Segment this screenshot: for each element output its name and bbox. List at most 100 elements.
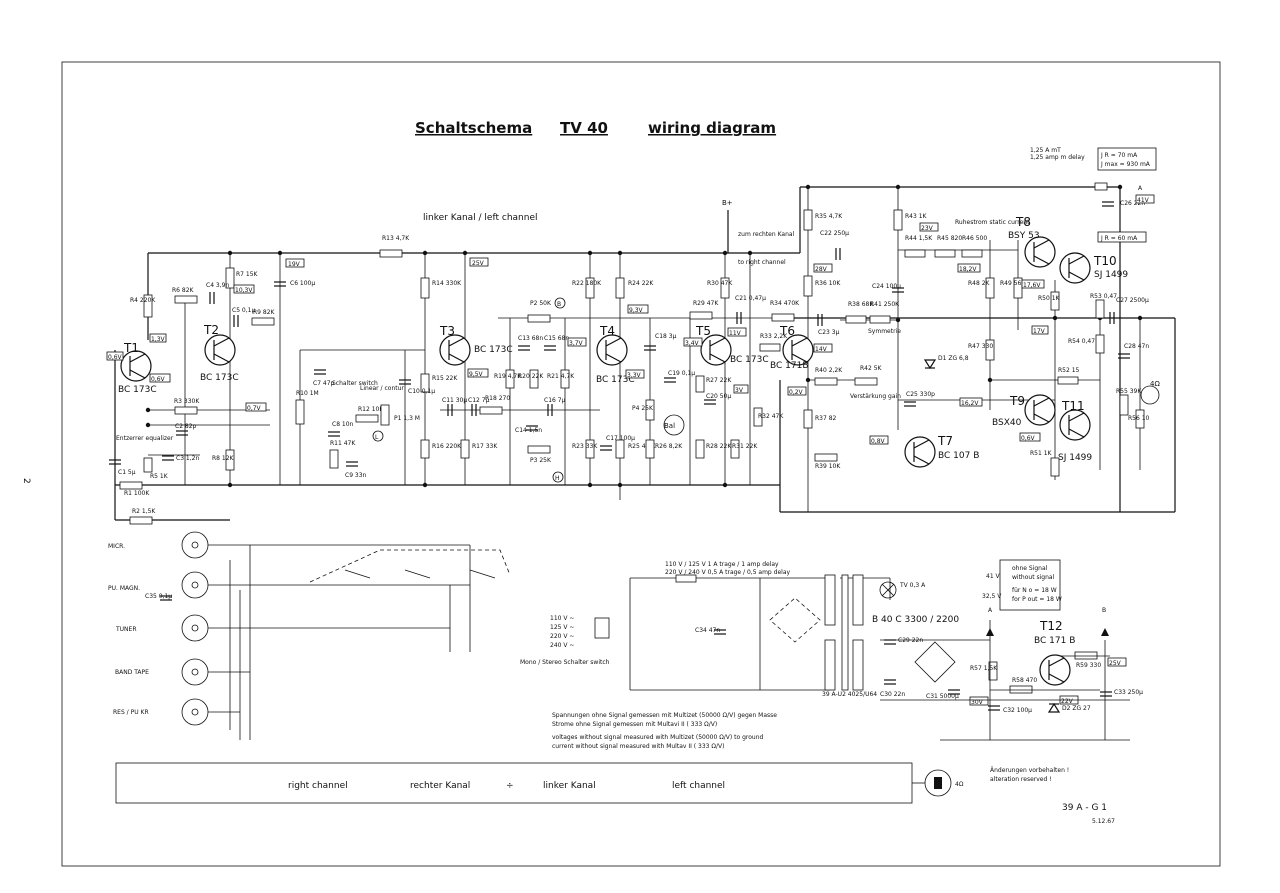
transformer-label: 39 A-U2 4025/U64 bbox=[822, 691, 877, 698]
resistor-r8 bbox=[225, 449, 235, 471]
label-r47: R47 330 bbox=[968, 343, 993, 350]
capacitor-c4 bbox=[209, 292, 215, 304]
label-r9: R9 82K bbox=[253, 309, 276, 316]
capacitor-c31 bbox=[948, 689, 960, 695]
resistors: R4 220K R6 82K R7 15K R9 82K R3 330K R8 … bbox=[119, 209, 1150, 694]
label-r45: R45 820 bbox=[937, 235, 962, 242]
resistor-r26 bbox=[645, 439, 655, 459]
bar-right-channel: right channel bbox=[288, 781, 348, 791]
input-jack-micr bbox=[181, 531, 209, 559]
resistor-r59 bbox=[1074, 651, 1098, 660]
input-micr: MICR. bbox=[108, 543, 125, 550]
resistor-r34 bbox=[771, 313, 795, 322]
resistor-r7 bbox=[225, 267, 235, 289]
label-r34: R34 470K bbox=[770, 300, 800, 307]
potentiometer-p1 bbox=[380, 404, 390, 426]
resistor-r20 bbox=[529, 369, 539, 389]
note-en-voltage: voltages without signal measured with Mu… bbox=[552, 734, 764, 741]
label-c28: C28 47n bbox=[1124, 343, 1149, 350]
label-r42: R42 5K bbox=[860, 365, 883, 372]
label-c3: C3 1,2n bbox=[176, 455, 199, 462]
label-c14: C14 1,5n bbox=[515, 427, 542, 434]
resistor-r22 bbox=[585, 277, 595, 299]
voltage-box-13: 11V bbox=[729, 330, 742, 337]
diodes: D1 ZG 6,8 D2 ZG 27 bbox=[923, 355, 1091, 713]
voltage-box-14: 3V bbox=[735, 387, 744, 394]
t2-ref: T2 bbox=[203, 323, 219, 337]
resistor-r16 bbox=[420, 439, 430, 459]
resistor-r27 bbox=[695, 375, 705, 393]
current-jr: J R = 70 mA bbox=[1100, 152, 1138, 159]
capacitor-c28 bbox=[1118, 353, 1130, 359]
label-r27: R27 22K bbox=[706, 377, 732, 384]
v41: 41 V bbox=[986, 573, 1001, 580]
label-r28: R28 22K bbox=[706, 443, 732, 450]
verstaerkung-label: Verstärkung gain bbox=[850, 393, 901, 400]
label-r30: R30 47K bbox=[707, 280, 733, 287]
label-r16: R16 220K bbox=[432, 443, 462, 450]
no-signal-en: without signal bbox=[1012, 574, 1055, 581]
speaker-main bbox=[1140, 385, 1160, 405]
resistor-r23 bbox=[585, 439, 595, 459]
label-c10: C10 0,1µ bbox=[408, 388, 435, 395]
t1-type: BC 173C bbox=[118, 385, 157, 395]
label-c16: C16 7µ bbox=[544, 397, 566, 404]
capacitor-c5 bbox=[233, 315, 239, 327]
capacitor-c8 bbox=[328, 431, 340, 437]
diode-d2 bbox=[1047, 702, 1061, 713]
t4-ref: T4 bbox=[599, 324, 615, 338]
label-r17: R17 33K bbox=[472, 443, 498, 450]
for-p: for P out = 18 W bbox=[1012, 596, 1062, 603]
label-c34: C34 47n bbox=[695, 627, 720, 634]
transistor-t2 bbox=[204, 334, 236, 366]
mains-plug bbox=[594, 617, 610, 639]
label-r35: R35 4,7K bbox=[815, 213, 843, 220]
symmetrie-label: Symmetrie bbox=[868, 328, 901, 335]
resistor-r14 bbox=[420, 277, 430, 299]
voltage-box-6: 25V bbox=[472, 260, 485, 267]
marker-b: B bbox=[557, 301, 561, 308]
voltage-box-16: 0,2V bbox=[789, 389, 804, 396]
page-number: 2 bbox=[21, 478, 31, 484]
label-c23: C23 3µ bbox=[818, 329, 840, 336]
current-jr2-box bbox=[1097, 231, 1147, 243]
linear-label: Linear / contur bbox=[360, 385, 404, 392]
transistor-t10 bbox=[1059, 252, 1091, 284]
t12-type: BC 171 B bbox=[1034, 636, 1075, 646]
transformer-core bbox=[841, 574, 849, 691]
schalter-label: Schalter switch bbox=[332, 380, 378, 387]
voltage-box-12: 3,4V bbox=[685, 340, 700, 347]
t9-ref: T9 bbox=[1009, 394, 1025, 408]
resistor-r58 bbox=[1009, 685, 1033, 694]
capacitor-c18 bbox=[644, 345, 656, 351]
label-c24: C24 100µ bbox=[872, 283, 901, 290]
label-r18: R18 270 bbox=[485, 395, 510, 402]
label-r5: R5 1K bbox=[150, 473, 169, 480]
resistor-r19 bbox=[505, 369, 515, 389]
label-r37: R37 82 bbox=[815, 415, 837, 422]
mains-110: 110 V ~ bbox=[550, 615, 574, 622]
voltage-box-24: 0,6V bbox=[1021, 435, 1036, 442]
capacitor-c15 bbox=[544, 345, 556, 351]
resistor-r6 bbox=[174, 295, 198, 304]
label-c31: C31 5000µ bbox=[926, 693, 959, 700]
label-r12: R12 10K bbox=[358, 406, 384, 413]
t9-type: BSX40 bbox=[992, 418, 1022, 428]
capacitor-c23 bbox=[817, 314, 823, 326]
label-c11: C11 30µ bbox=[442, 397, 467, 404]
resistor-r46 bbox=[961, 249, 983, 258]
label-r44: R44 1,5K bbox=[905, 235, 933, 242]
label-c27: C27 2500µ bbox=[1116, 297, 1149, 304]
label-c32: C32 100µ bbox=[1003, 707, 1032, 714]
entzerrer-label: Entzerrer equalizer bbox=[116, 435, 174, 442]
fuse-note-2: 1,25 amp m delay bbox=[1030, 154, 1085, 161]
mains-fuse bbox=[675, 574, 697, 583]
v325: 32,5 V bbox=[982, 593, 1002, 600]
resistor-r1 bbox=[119, 481, 143, 490]
speaker-main-label: 4Ω bbox=[1150, 380, 1160, 388]
left-channel-header: linker Kanal / left channel bbox=[423, 213, 537, 223]
bar-left-channel: left channel bbox=[672, 781, 725, 791]
t1-ref: T1 bbox=[123, 341, 139, 355]
fuse-mains-1: 110 V / 125 V 1 A trage / 1 amp delay bbox=[665, 561, 779, 568]
voltage-box-26: 30V bbox=[971, 699, 984, 706]
